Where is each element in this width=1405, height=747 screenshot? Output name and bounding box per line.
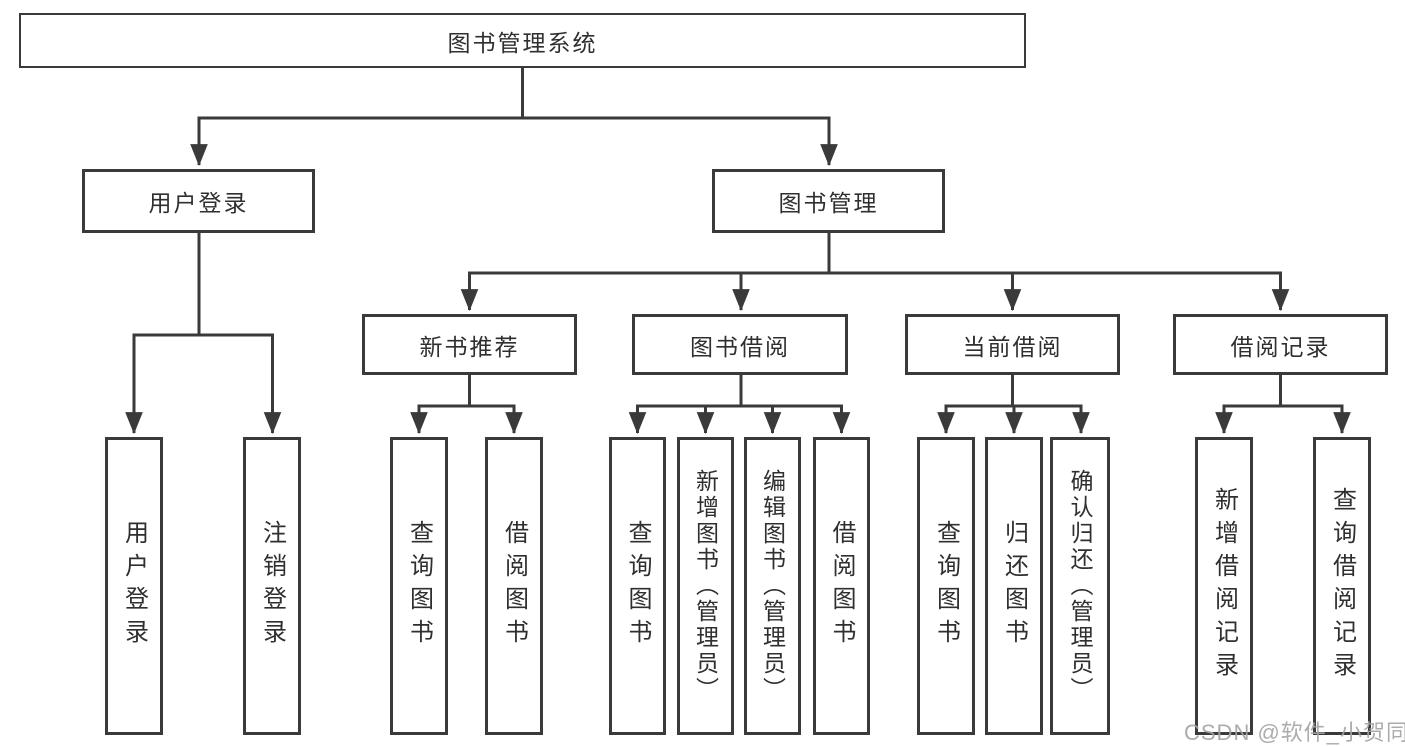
- leaf-cb-query-books-label: 查询图书: [932, 520, 960, 652]
- node-book-borrowing-label: 图书借阅: [690, 333, 790, 360]
- node-root-label: 图书管理系统: [447, 29, 598, 56]
- leaf-user-login-label: 用户登录: [120, 520, 148, 652]
- leaf-nb-borrow-books-label: 借阅图书: [500, 520, 528, 652]
- leaf-bb-add-books-admin-label: 新增图书（管理员）: [692, 469, 719, 703]
- node-borrowing-records: 借阅记录: [1173, 314, 1388, 375]
- leaf-bb-edit-books-admin-label: 编辑图书（管理员）: [759, 469, 786, 703]
- leaf-bb-query-books: 查询图书: [609, 437, 666, 735]
- leaf-logout-label: 注销登录: [258, 520, 286, 652]
- leaf-nb-query-books-label: 查询图书: [405, 520, 433, 652]
- leaf-logout: 注销登录: [243, 437, 301, 735]
- leaf-cb-query-books: 查询图书: [917, 437, 975, 735]
- leaf-bb-query-books-label: 查询图书: [624, 520, 651, 652]
- node-book-management: 图书管理: [712, 169, 945, 233]
- node-user-login: 用户登录: [82, 169, 315, 233]
- leaf-bb-borrow-books: 借阅图书: [813, 437, 870, 735]
- leaf-br-query-record: 查询借阅记录: [1313, 437, 1371, 735]
- node-new-book-recommend-label: 新书推荐: [419, 333, 520, 360]
- node-root: 图书管理系统: [19, 13, 1026, 68]
- watermark-text: CSDN @软件_小贺同学: [1184, 720, 1405, 745]
- node-current-borrowing-label: 当前借阅: [962, 333, 1063, 360]
- leaf-bb-add-books-admin: 新增图书（管理员）: [677, 437, 734, 735]
- leaf-br-add-record: 新增借阅记录: [1195, 437, 1253, 735]
- leaf-cb-return-books-label: 归还图书: [1000, 520, 1028, 652]
- leaf-user-login: 用户登录: [105, 437, 163, 735]
- node-book-management-label: 图书管理: [778, 190, 879, 216]
- leaf-nb-borrow-books: 借阅图书: [485, 437, 543, 735]
- leaf-cb-return-books: 归还图书: [985, 437, 1043, 735]
- leaf-br-add-record-label: 新增借阅记录: [1210, 487, 1238, 685]
- node-book-borrowing: 图书借阅: [632, 314, 848, 375]
- leaf-cb-confirm-return-admin-label: 确认归还（管理员）: [1067, 469, 1093, 703]
- leaf-bb-edit-books-admin: 编辑图书（管理员）: [744, 437, 801, 735]
- node-user-login-label: 用户登录: [148, 190, 249, 216]
- node-new-book-recommend: 新书推荐: [362, 314, 577, 375]
- leaf-bb-borrow-books-label: 借阅图书: [828, 520, 855, 652]
- leaf-br-query-record-label: 查询借阅记录: [1328, 487, 1356, 685]
- node-borrowing-records-label: 借阅记录: [1230, 333, 1331, 360]
- node-current-borrowing: 当前借阅: [905, 314, 1120, 375]
- leaf-cb-confirm-return-admin: 确认归还（管理员）: [1050, 437, 1110, 735]
- leaf-nb-query-books: 查询图书: [390, 437, 448, 735]
